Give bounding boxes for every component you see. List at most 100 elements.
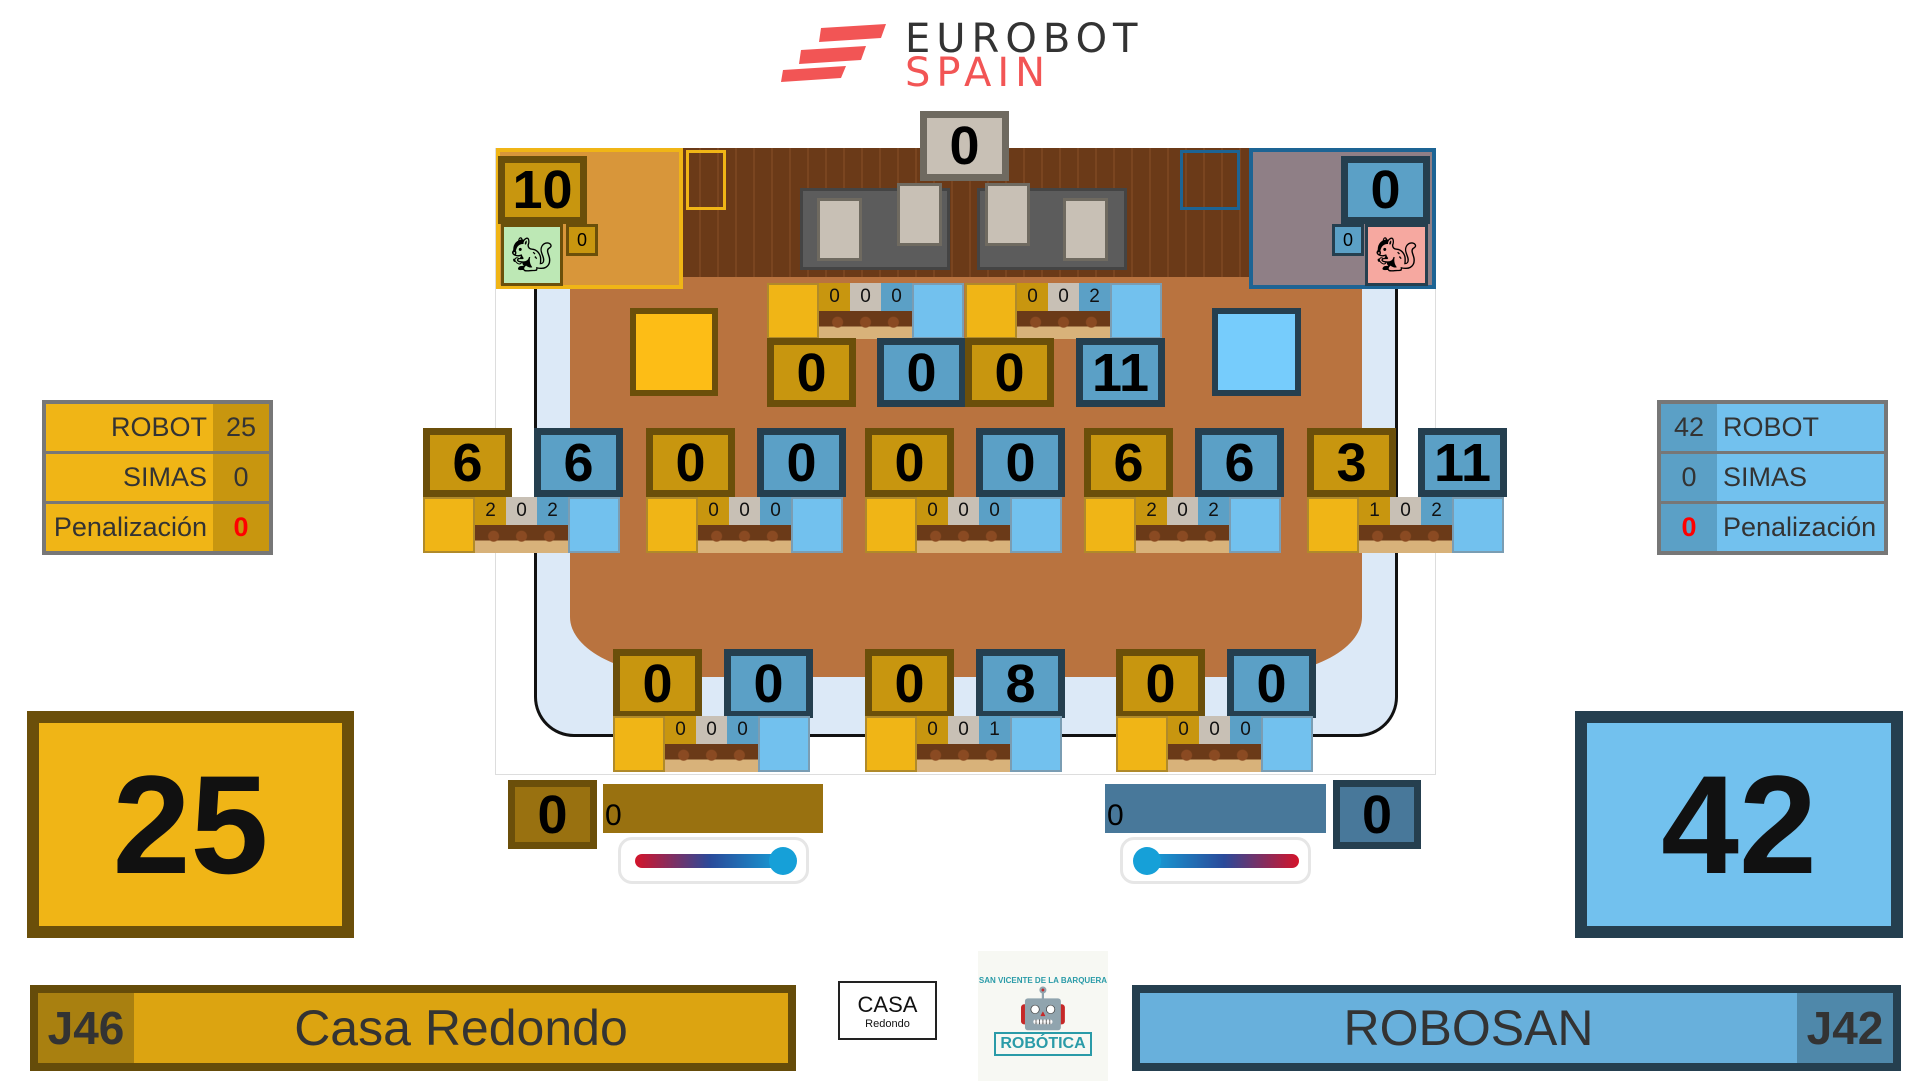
pot-count-blue: 2: [537, 497, 568, 525]
pot-count-neutral: 0: [1048, 283, 1079, 311]
blue-pot-zone: [1261, 716, 1313, 772]
middle-pot-group: 0 0 0: [865, 497, 1062, 553]
yellow-pot-zone: [965, 283, 1017, 339]
middle-score-box: 11: [1418, 428, 1507, 497]
card: [897, 183, 942, 246]
middle-score-box: 0: [976, 428, 1065, 497]
squirrel-robot-icon: 🐿: [1365, 224, 1428, 286]
pot-count-neutral: 0: [948, 497, 979, 525]
bottom-score-box: 0: [1227, 649, 1316, 718]
upper-score-box: 0: [965, 338, 1054, 407]
pot-count-blue: 2: [1079, 283, 1110, 311]
bottom-pot-group: 0 0 0: [1116, 716, 1313, 772]
pot-count-blue: 1: [979, 716, 1010, 744]
acorn-crate-icon: [917, 525, 1010, 553]
casa-redondo-logo: CASA Redondo: [838, 981, 937, 1040]
pot-count-yellow: 0: [1168, 716, 1199, 744]
blue-nest-small-score: 0: [1332, 224, 1364, 256]
blue-pot-zone: [568, 497, 620, 553]
middle-score-box: 6: [1084, 428, 1173, 497]
acorn-crate-icon: [1359, 525, 1452, 553]
acorn-crate-icon: [819, 311, 912, 339]
upper-score-box: 0: [877, 338, 966, 407]
pot-count-yellow: 0: [917, 716, 948, 744]
middle-score-box: 0: [757, 428, 846, 497]
middle-score-box: 6: [534, 428, 623, 497]
score-label: Penalización: [1717, 504, 1884, 551]
yellow-nest-small-score: 0: [566, 224, 598, 256]
yellow-pot-zone: [865, 716, 917, 772]
yellow-progress-bar: 0: [603, 784, 823, 833]
pot-count-neutral: 0: [1167, 497, 1198, 525]
score-value: 42: [1661, 404, 1717, 451]
card: [817, 198, 862, 261]
blue-total-score: 42: [1575, 711, 1903, 938]
yellow-pot-zone: [646, 497, 698, 553]
pot-count-yellow: 0: [917, 497, 948, 525]
yellow-pot-zone: [1116, 716, 1168, 772]
blue-start-zone: [1212, 308, 1301, 396]
center-top-score: 0: [920, 111, 1009, 181]
bottom-score-box: 0: [613, 649, 702, 718]
blue-pot-zone: [1452, 497, 1504, 553]
score-value: 0: [1661, 454, 1717, 501]
bottom-score-box: 0: [724, 649, 813, 718]
blue-pot-zone: [1010, 716, 1062, 772]
acorn-crate-icon: [665, 744, 758, 772]
pot-count-yellow: 0: [665, 716, 696, 744]
pot-count-neutral: 0: [506, 497, 537, 525]
middle-pot-group: 2 0 2: [423, 497, 620, 553]
card: [1063, 198, 1108, 261]
score-label: Penalización: [46, 504, 213, 551]
logo-stripes-icon: [781, 24, 886, 82]
acorn-crate-icon: [1136, 525, 1229, 553]
top-pot-group: 0 0 0: [767, 283, 964, 339]
blue-nest-score: 0: [1341, 156, 1430, 224]
score-value: 25: [213, 404, 269, 451]
yellow-pot-zone: [1307, 497, 1359, 553]
pot-count-yellow: 1: [1359, 497, 1390, 525]
upper-score-box: 0: [767, 338, 856, 407]
yellow-marker-zone: [686, 150, 726, 210]
robot-icon: 🤖: [1018, 987, 1068, 1031]
score-label: ROBOT: [1717, 404, 1884, 451]
pot-count-blue: 0: [1230, 716, 1261, 744]
bottom-pot-group: 0 0 1: [865, 716, 1062, 772]
pot-count-blue: 2: [1198, 497, 1229, 525]
pot-count-neutral: 0: [696, 716, 727, 744]
bottom-score-box: 0: [1116, 649, 1205, 718]
blue-pot-zone: [758, 716, 810, 772]
acorn-crate-icon: [475, 525, 568, 553]
pot-count-blue: 2: [1421, 497, 1452, 525]
pot-count-blue: 0: [881, 283, 912, 311]
blue-team-name: ROBOSAN: [1343, 1000, 1594, 1056]
middle-score-box: 6: [423, 428, 512, 497]
yellow-pot-zone: [613, 716, 665, 772]
pot-count-blue: 0: [727, 716, 758, 744]
bottom-pot-group: 0 0 0: [613, 716, 810, 772]
score-label: SIMAS: [46, 454, 213, 501]
score-label: SIMAS: [1717, 454, 1884, 501]
squirrel-nest-icon: 🐿: [501, 224, 563, 286]
yellow-pot-zone: [423, 497, 475, 553]
pot-count-yellow: 0: [698, 497, 729, 525]
blue-bar-value: 0: [1107, 799, 1124, 832]
middle-score-box: 0: [646, 428, 735, 497]
yellow-team-name: Casa Redondo: [294, 1000, 628, 1056]
eurobot-spain-logo: EUROBOT SPAIN: [781, 14, 1161, 96]
pot-count-neutral: 0: [729, 497, 760, 525]
yellow-team-code: J46: [38, 993, 134, 1063]
blue-progress-bar: 0: [1105, 784, 1326, 833]
yellow-bar-value: 0: [605, 799, 622, 832]
middle-score-box: 6: [1195, 428, 1284, 497]
blue-pot-zone: [1010, 497, 1062, 553]
pot-count-neutral: 0: [1390, 497, 1421, 525]
pot-count-blue: 0: [760, 497, 791, 525]
blue-pot-zone: [1110, 283, 1162, 339]
